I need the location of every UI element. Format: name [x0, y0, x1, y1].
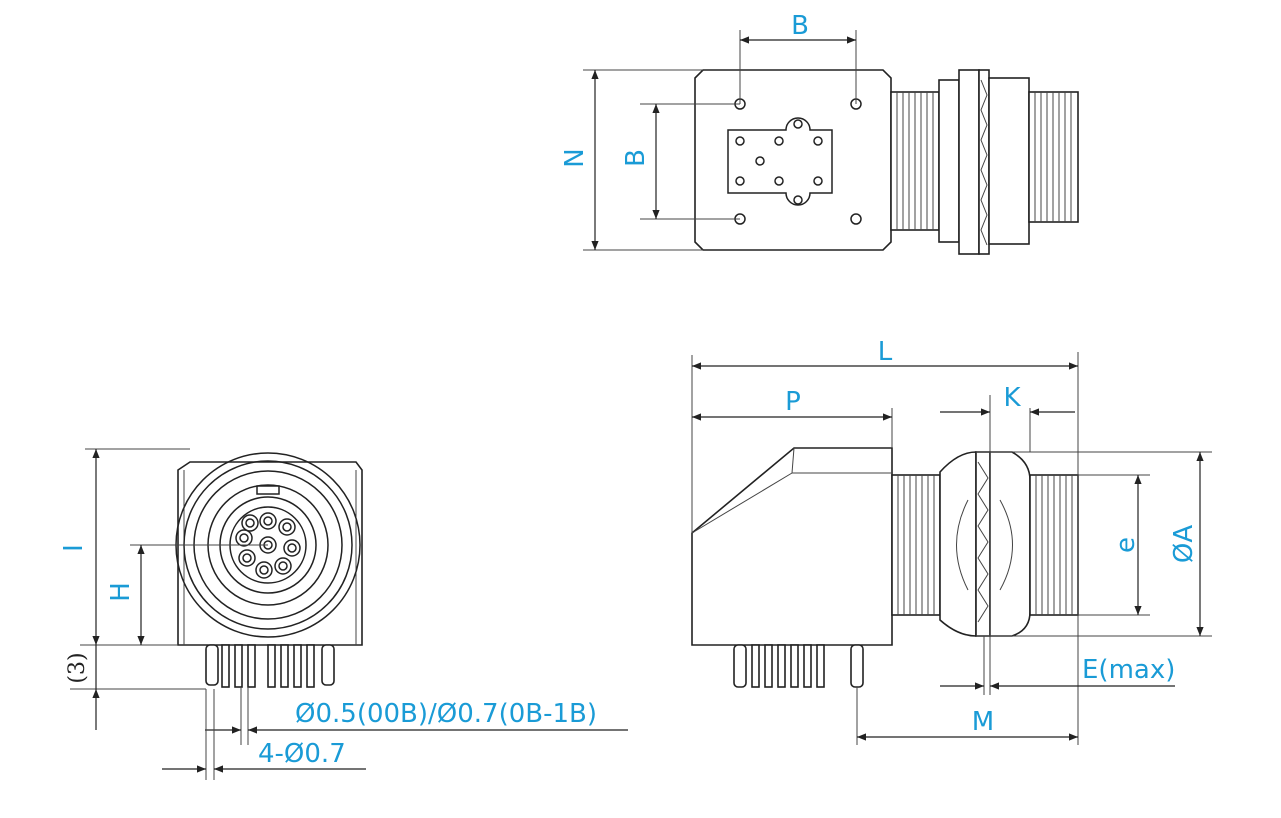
side-pcb-pin: [816, 644, 825, 688]
mount-leg: [321, 644, 335, 686]
side-mount-leg: [850, 644, 864, 688]
side-body: [691, 447, 893, 646]
top-view-body: [694, 69, 892, 251]
label-e: e: [1111, 537, 1141, 553]
side-panel-nut: [989, 451, 1031, 637]
top-view: B B N: [560, 11, 1079, 255]
label-l: L: [878, 337, 893, 367]
side-mount-leg: [733, 644, 747, 688]
footprint-pin: [793, 195, 803, 205]
contact-pin: [235, 529, 253, 547]
pcb-pin: [306, 644, 315, 688]
side-pcb-pin: [790, 644, 799, 688]
pcb-pin: [247, 644, 256, 688]
pcb-pin: [293, 644, 302, 688]
footprint-pin: [755, 156, 765, 166]
mount-leg: [205, 644, 219, 686]
label-oa: ØA: [1169, 525, 1199, 563]
label-3: (3): [65, 652, 90, 683]
side-gasket: [975, 451, 991, 637]
contact-pin: [255, 561, 273, 579]
contact-pin: [259, 512, 277, 530]
footprint-pin: [813, 176, 823, 186]
label-m: M: [972, 707, 994, 737]
contact-pin: [283, 539, 301, 557]
front-key: [256, 485, 280, 495]
contact-pin: [238, 549, 256, 567]
footprint-pin: [793, 119, 803, 129]
top-nut: [938, 79, 960, 243]
label-h: H: [106, 582, 136, 602]
pcb-pin: [234, 644, 243, 688]
label-emax: E(max): [1082, 655, 1175, 685]
contact-pin: [274, 557, 292, 575]
label-b-vertical: B: [621, 149, 651, 167]
side-view: L P K e ØA E(max) M: [691, 337, 1212, 745]
label-mount-dia: 4-Ø0.7: [258, 739, 346, 769]
pin-footprint: [727, 117, 833, 206]
contact-pin: [278, 518, 296, 536]
top-panel-nut: [988, 77, 1030, 245]
contact-pin: [241, 514, 259, 532]
footprint-pin: [735, 176, 745, 186]
label-i: I: [59, 544, 89, 552]
mount-hole: [850, 213, 862, 225]
footprint-pin: [774, 136, 784, 146]
label-pin-dia: Ø0.5(00B)/Ø0.7(0B-1B): [295, 699, 597, 729]
label-p: P: [785, 387, 801, 417]
label-b-horizontal: B: [791, 11, 809, 41]
footprint-pin: [813, 136, 823, 146]
side-pcb-pin: [764, 644, 773, 688]
side-nut: [939, 451, 977, 637]
side-pcb-pin: [751, 644, 760, 688]
pcb-pin: [267, 644, 276, 688]
footprint-pin: [735, 136, 745, 146]
pcb-pin: [280, 644, 289, 688]
pcb-pin: [221, 644, 230, 688]
label-k: K: [1003, 383, 1021, 413]
front-view: I H (3) Ø0.5(00B)/Ø0.7(0B-1B) 4-Ø0.7: [59, 448, 628, 780]
footprint-pin: [774, 176, 784, 186]
label-n: N: [560, 148, 590, 167]
top-flange: [958, 69, 980, 255]
side-pcb-pin: [777, 644, 786, 688]
side-pcb-pin: [803, 644, 812, 688]
